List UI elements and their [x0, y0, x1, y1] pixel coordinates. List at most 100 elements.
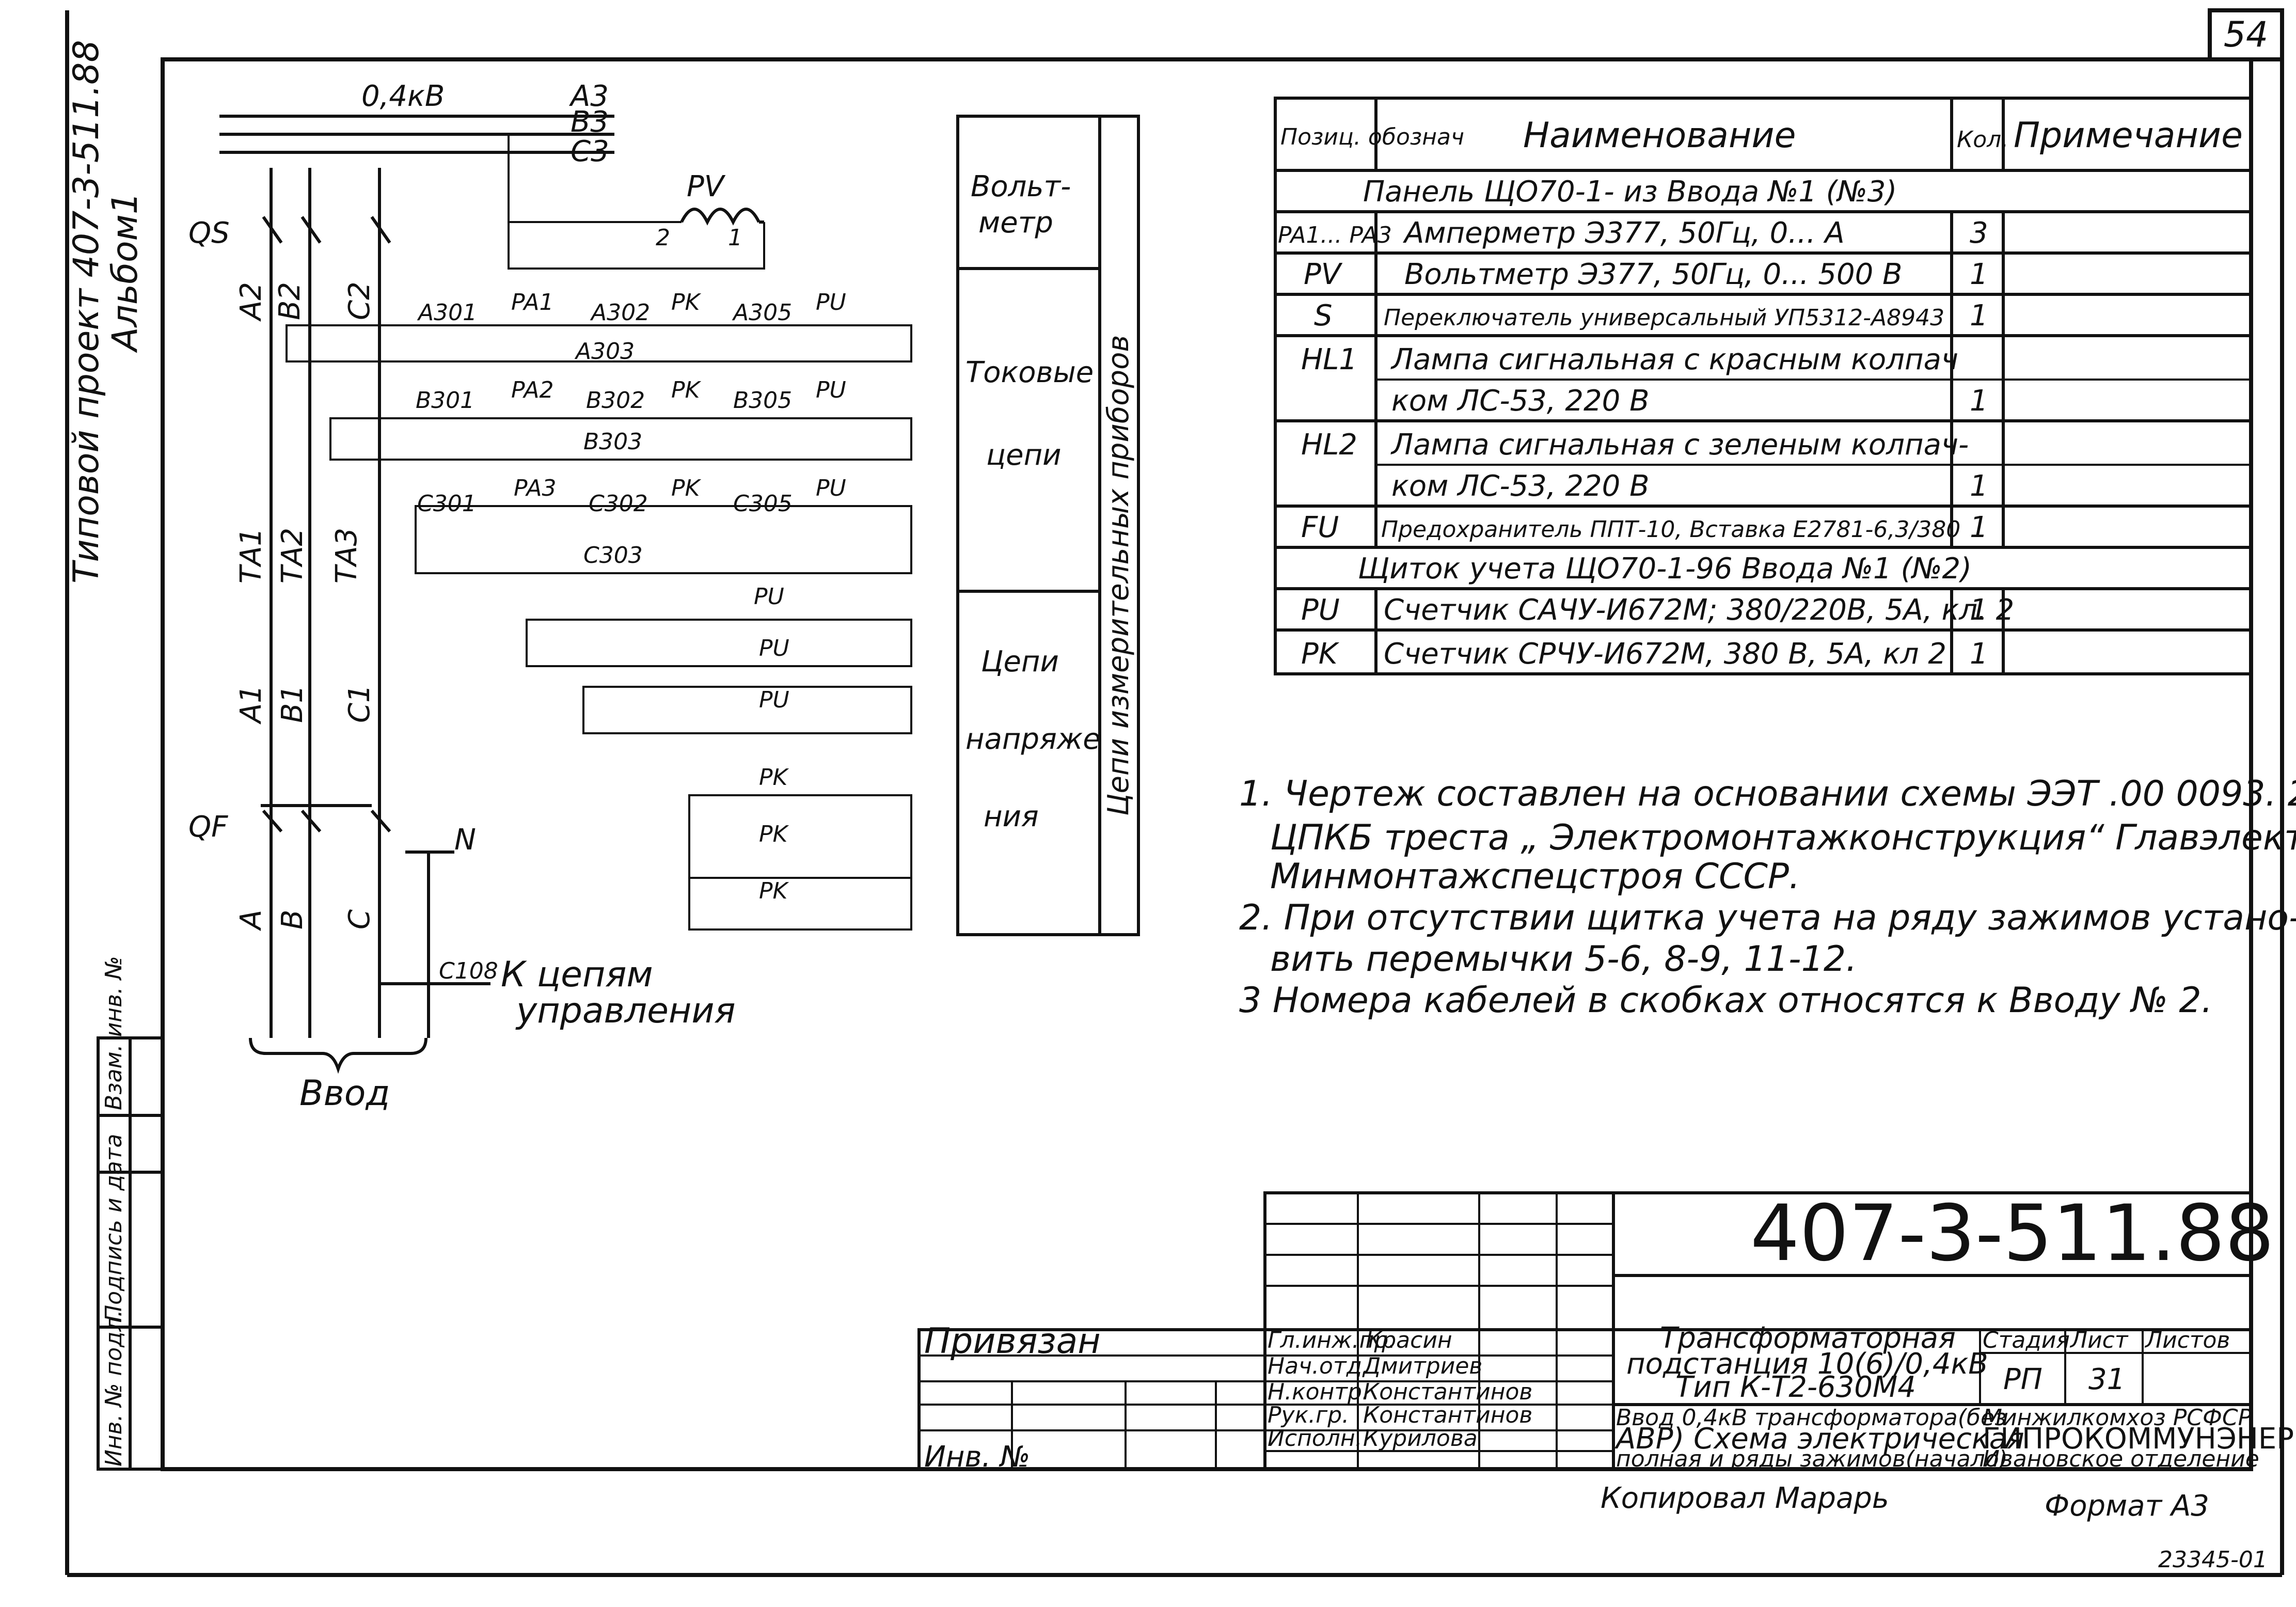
side-title: Типовой проект 407-3-511.88: [66, 40, 107, 584]
svg-text:Стадия: Стадия: [1983, 1327, 2070, 1353]
svg-text:Лампа сигнальная с зеленым к: Лампа сигнальная с зеленым колпач-: [1390, 428, 1969, 462]
switch-qs: QS: [188, 216, 230, 250]
svg-text:В: В: [276, 910, 309, 929]
current-row-a: А301 PA1 А302 PK А305 PU А303: [286, 289, 912, 365]
svg-text:Панель ЩО70-1- из Ввода: Панель ЩО70-1- из Ввода №1 (№3): [1363, 175, 1897, 209]
svg-text:А305: А305: [732, 300, 792, 326]
svg-text:С303: С303: [583, 542, 643, 569]
svg-text:В303: В303: [583, 429, 642, 455]
svg-text:Счетчик СРЧУ-И672М, 380 В, 5: Счетчик СРЧУ-И672М, 380 В, 5А, кл 2: [1384, 637, 1946, 671]
control-text-1: К цепям: [501, 954, 653, 995]
svg-text:Н.контр.: Н.контр.: [1268, 1379, 1369, 1405]
svg-text:PU: PU: [816, 289, 846, 316]
svg-text:PU: PU: [754, 584, 784, 610]
svg-text:3 Номера кабелей в скобках: 3 Номера кабелей в скобках относятся к В…: [1239, 980, 2212, 1021]
left-stamp: Инв. № подл. Подпись и дата Взам. инв. №: [97, 956, 164, 1471]
schematic: 0,4кВ А3 В3 С3 PV 2 1 QS А2 В2 С2 А301 P…: [188, 80, 912, 1114]
svg-text:Вольтметр Э377, 50Гц, 0...: Вольтметр Э377, 50Гц, 0... 500 В: [1404, 258, 1902, 291]
svg-text:PU: PU: [816, 475, 846, 501]
input-label: Ввод: [299, 1073, 390, 1114]
svg-text:Наименование: Наименование: [1523, 115, 1796, 156]
svg-text:PU: PU: [759, 687, 789, 713]
svg-text:PU: PU: [1301, 593, 1340, 627]
svg-text:ТА1: ТА1: [234, 528, 268, 584]
svg-text:Ввод 0,4кВ трансформатора(без: Ввод 0,4кВ трансформатора(без: [1616, 1405, 2007, 1431]
svg-text:Лист: Лист: [2069, 1327, 2129, 1353]
svg-text:Минжилкомхоз РСФСР: Минжилкомхоз РСФСР: [1983, 1405, 2252, 1431]
bus-phase-b: В3: [571, 105, 609, 139]
svg-text:АВР) Схема электрическая: АВР) Схема электрическая: [1614, 1422, 2024, 1456]
svg-text:А2: А2: [234, 282, 268, 322]
control-text-2: управления: [515, 990, 735, 1031]
svg-text:метр: метр: [978, 206, 1053, 240]
spec-table: Позиц. обознач Наименование Кол. Примеча…: [1274, 97, 2253, 675]
stamp-inv-podl: Инв. № подл.: [101, 1310, 127, 1467]
svg-text:Тип К-Т2-630М4: Тип К-Т2-630М4: [1675, 1370, 1916, 1404]
stamp-vzam-inv: Взам. инв. №: [101, 956, 127, 1110]
title-block: 407-3-511.88 ЭС Привязан Инв. № Гл.инж.п…: [917, 1189, 2296, 1573]
svg-text:В302: В302: [586, 387, 645, 414]
archive-number: 23345-01: [2158, 1547, 2268, 1573]
svg-text:А302: А302: [590, 300, 650, 326]
svg-text:1: 1: [1970, 384, 1988, 418]
svg-text:ком ЛС-53, 220 В: ком ЛС-53, 220 В: [1391, 384, 1650, 418]
svg-text:А: А: [234, 910, 268, 931]
svg-text:Цепи измерительных приборов: Цепи измерительных приборов: [1102, 335, 1135, 816]
svg-text:РП: РП: [2003, 1363, 2042, 1396]
svg-text:PK: PK: [759, 764, 789, 791]
bus-phase-a: А3: [569, 80, 609, 113]
svg-text:PU: PU: [759, 635, 789, 661]
svg-text:S: S: [1314, 299, 1333, 333]
svg-text:А301: А301: [417, 300, 477, 326]
svg-text:1: 1: [1970, 258, 1988, 291]
svg-text:ния: ния: [984, 800, 1039, 833]
svg-text:Переключатель универсальный УП: Переключатель универсальный УП5312-А8943: [1384, 305, 1944, 331]
svg-text:подстанция 10(6)/0,4кВ: подстанция 10(6)/0,4кВ: [1626, 1347, 1988, 1381]
svg-text:полная и ряды зажимов(начало): полная и ряды зажимов(начало): [1616, 1446, 2008, 1472]
svg-text:HL2: HL2: [1301, 428, 1357, 462]
svg-text:Нач.отд.: Нач.отд.: [1268, 1353, 1369, 1379]
svg-text:1: 1: [1970, 637, 1988, 671]
svg-text:В1: В1: [276, 685, 309, 723]
svg-text:Минмонтажспецстроя СССР.: Минмонтажспецстроя СССР.: [1270, 856, 1800, 897]
svg-text:Кол.: Кол.: [1957, 127, 2008, 153]
svg-text:1. Чертеж составлен на осно: 1. Чертеж составлен на основании схемы Э…: [1239, 774, 2296, 814]
svg-text:С1: С1: [343, 684, 376, 723]
svg-text:Исполн.: Исполн.: [1268, 1425, 1363, 1452]
svg-text:PK: PK: [759, 821, 789, 847]
voltage-label: 0,4кВ: [361, 80, 445, 113]
svg-text:PK: PK: [1301, 637, 1340, 671]
svg-text:HL1: HL1: [1301, 343, 1357, 376]
svg-text:ГИПРОКОММУНЭНЕРГО: ГИПРОКОММУНЭНЕРГО: [1983, 1422, 2296, 1456]
svg-text:PK: PK: [671, 289, 702, 316]
circuit-legend-panel: Вольт- метр Токовые цепи Цепи напряже ни…: [956, 115, 1140, 936]
svg-text:Амперметр Э377, 50Гц, 0...: Амперметр Э377, 50Гц, 0... А: [1403, 216, 1845, 250]
svg-text:ком ЛС-53, 220 В: ком ЛС-53, 220 В: [1391, 469, 1650, 503]
svg-text:С301: С301: [417, 491, 477, 517]
current-row-b: В301 PA2 В302 PK В305 PU В303: [329, 377, 912, 461]
svg-text:С108: С108: [439, 958, 498, 984]
svg-text:В301: В301: [416, 387, 474, 414]
svg-text:PA3: PA3: [514, 475, 556, 501]
svg-text:Щиток учета ЩО70-1-96 Ввода: Щиток учета ЩО70-1-96 Ввода №1 (№2): [1358, 552, 1972, 586]
svg-text:PV: PV: [1304, 258, 1343, 291]
switch-qf: QF: [188, 810, 228, 844]
svg-text:PK: PK: [671, 377, 702, 403]
sheet-number-corner: 54: [2224, 14, 2269, 55]
format: Формат А3: [2045, 1489, 2209, 1523]
svg-text:1: 1: [1970, 593, 1988, 627]
svg-text:2. При отсутствии щитка уче: 2. При отсутствии щитка учета на ряду за…: [1239, 897, 2296, 938]
svg-text:Лампа сигнальная с красным: Лампа сигнальная с красным колпач: [1390, 343, 1958, 376]
side-album: Альбом1: [105, 192, 146, 353]
svg-text:В305: В305: [733, 387, 792, 414]
voltmeter-label: PV: [687, 170, 726, 203]
svg-text:Позиц. обознач: Позиц. обознач: [1280, 124, 1464, 150]
svg-text:Дмитриев: Дмитриев: [1362, 1353, 1482, 1379]
svg-text:Цепи: Цепи: [981, 645, 1059, 679]
svg-text:Константинов: Константинов: [1363, 1402, 1532, 1428]
svg-text:А1: А1: [234, 685, 268, 724]
svg-text:ТА3: ТА3: [330, 528, 363, 584]
svg-text:FU: FU: [1301, 511, 1339, 544]
bus-phase-c: С3: [571, 135, 609, 168]
